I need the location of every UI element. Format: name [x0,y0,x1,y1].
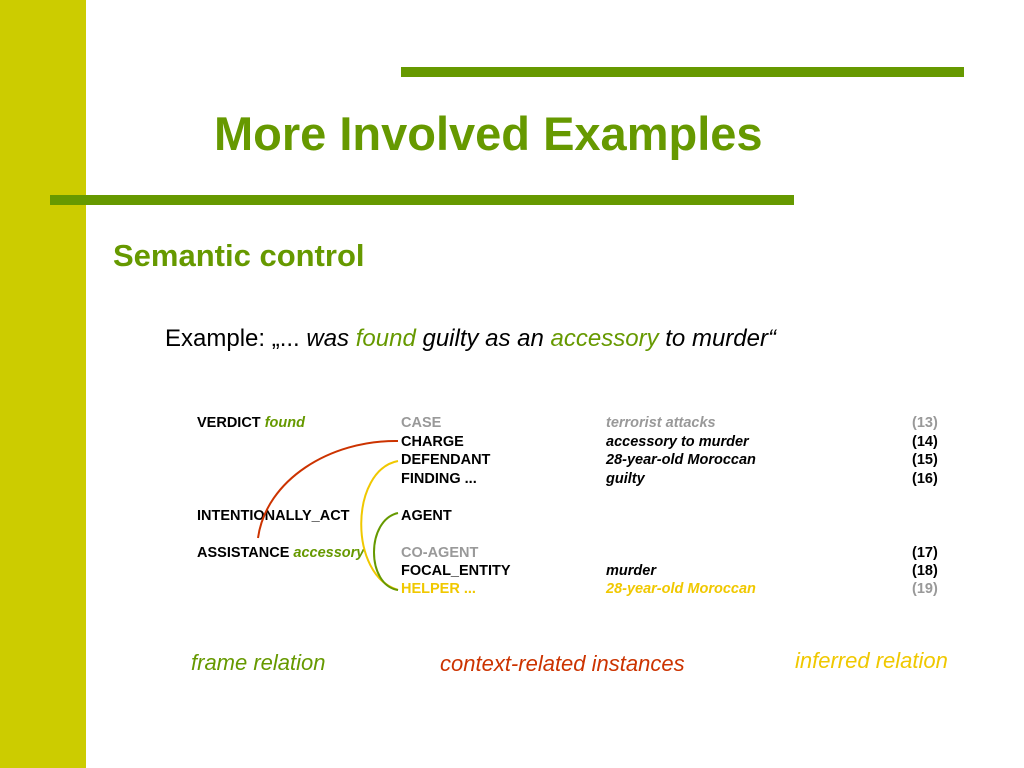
num-17: (17) [912,545,938,561]
example-was: was [306,325,356,352]
role-case: CASE [401,415,442,431]
frame-verdict-word: found [264,415,305,431]
role-helper: HELPER ... [401,581,476,597]
legend-inferred-relation: inferred relation [795,648,948,673]
num-19: (19) [912,581,938,597]
frame-verdict: VERDICT found [197,415,305,431]
role-focal-entity: FOCAL_ENTITY [401,563,511,579]
inferred-relation-arc [360,460,399,591]
frame-relation-arc [373,512,399,591]
example-guilty: guilty as an [415,325,551,352]
num-15: (15) [912,452,938,468]
example-prefix: Example: „... [165,325,307,352]
example-accessory: accessory [550,325,659,352]
num-18: (18) [912,563,938,579]
filler-helper: 28-year-old Moroccan [606,581,756,597]
frame-assistance-word: accessory [293,545,365,561]
slide-title: More Involved Examples [214,107,763,160]
role-charge: CHARGE [401,434,464,450]
filler-charge: accessory to murder [606,434,749,450]
role-co-agent: CO-AGENT [401,545,479,561]
role-finding: FINDING ... [401,471,477,487]
example-sentence: Example: „... was found guilty as an acc… [165,325,776,353]
example-to-murder: to murder“ [658,325,776,352]
role-defendant: DEFENDANT [401,452,491,468]
legend-frame-relation: frame relation [191,650,326,675]
filler-case: terrorist attacks [606,415,716,431]
num-14: (14) [912,434,938,450]
num-13: (13) [912,415,938,431]
title-rule-top [401,67,964,77]
example-found: found [355,325,416,352]
title-rule-bottom [50,195,794,205]
num-16: (16) [912,471,938,487]
slide-subtitle: Semantic control [113,238,365,273]
frame-intentionally-act: INTENTIONALLY_ACT [197,508,350,524]
filler-finding: guilty [606,471,645,487]
slide-sidebar-band [0,0,86,768]
filler-focal-entity: murder [606,563,656,579]
filler-defendant: 28-year-old Moroccan [606,452,756,468]
legend-context-instances: context-related instances [440,651,685,676]
frame-assistance: ASSISTANCE accessory [197,545,365,561]
role-agent: AGENT [401,508,452,524]
